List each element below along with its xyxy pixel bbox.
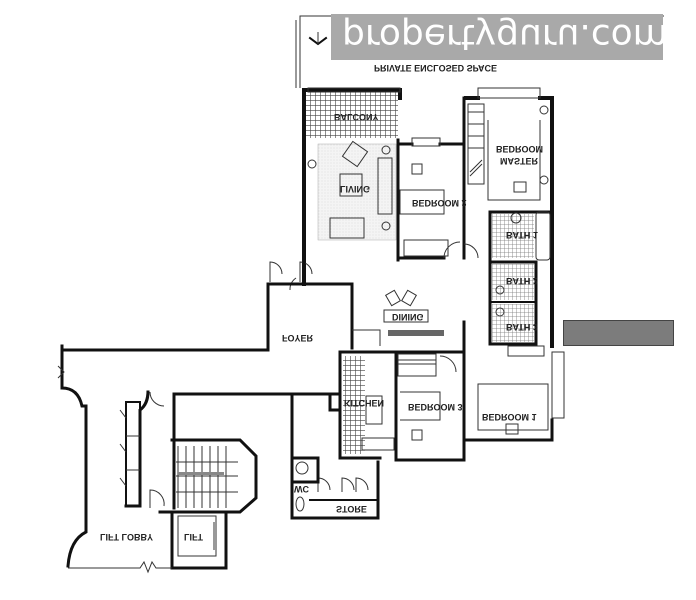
kitchen-floor [343, 356, 365, 454]
label-bath-2: BATH 2 [506, 276, 538, 286]
toilet [495, 285, 505, 295]
watermark-text: propertyguru.com.sg [342, 16, 696, 57]
dining-furniture [352, 289, 444, 346]
label-bedroom-2: BEDROOM 2 [412, 198, 467, 208]
kitchen-fixtures [361, 359, 437, 451]
grey-hatched-bar [563, 320, 674, 346]
label-lift-lobby: LIFT LOBBY [100, 532, 153, 542]
bath-1-floor [492, 214, 534, 258]
toilet [495, 307, 505, 317]
master-bed-furniture [487, 105, 549, 201]
label-bedroom-3: BEDROOM 3 [408, 402, 463, 412]
walls-store-wc [290, 392, 380, 520]
label-wc: WC [294, 484, 309, 494]
lift-box [177, 515, 217, 557]
walls-lift-core [57, 344, 340, 574]
label-living: LIVING [340, 184, 370, 194]
label-master-line1: MASTER [500, 156, 539, 166]
living-rug [317, 143, 397, 241]
watermark-background [331, 14, 663, 60]
doors [149, 241, 479, 508]
label-store: STORE [336, 504, 367, 514]
bedroom-2-furniture [399, 163, 449, 257]
lobby-cabinets [119, 401, 141, 507]
stair [176, 446, 238, 508]
label-dining: DINING [392, 312, 424, 322]
label-balcony: BALCONY [334, 112, 379, 122]
label-foyer: FOYER [282, 333, 314, 343]
bedroom-3-furniture [400, 391, 441, 441]
bath-3-floor [492, 304, 534, 342]
bedroom-1-furniture [477, 383, 549, 435]
label-private-enclosed-space: PRIVATE ENCLOSED SPACE [374, 63, 497, 73]
living-furniture [307, 140, 393, 239]
balcony-area [306, 92, 398, 138]
label-lift: LIFT [184, 532, 203, 542]
label-bath-1: BATH 1 [506, 230, 538, 240]
bathtub [535, 211, 551, 261]
label-bedroom-1: BEDROOM 1 [482, 412, 537, 422]
master-wardrobe [467, 103, 485, 185]
label-bath-3: BATH 3 [506, 322, 538, 332]
windows [307, 87, 565, 419]
label-master-line2: BEDROOM [496, 144, 543, 154]
label-kitchen: KITCHEN [344, 398, 384, 408]
wash-basin [510, 212, 522, 224]
